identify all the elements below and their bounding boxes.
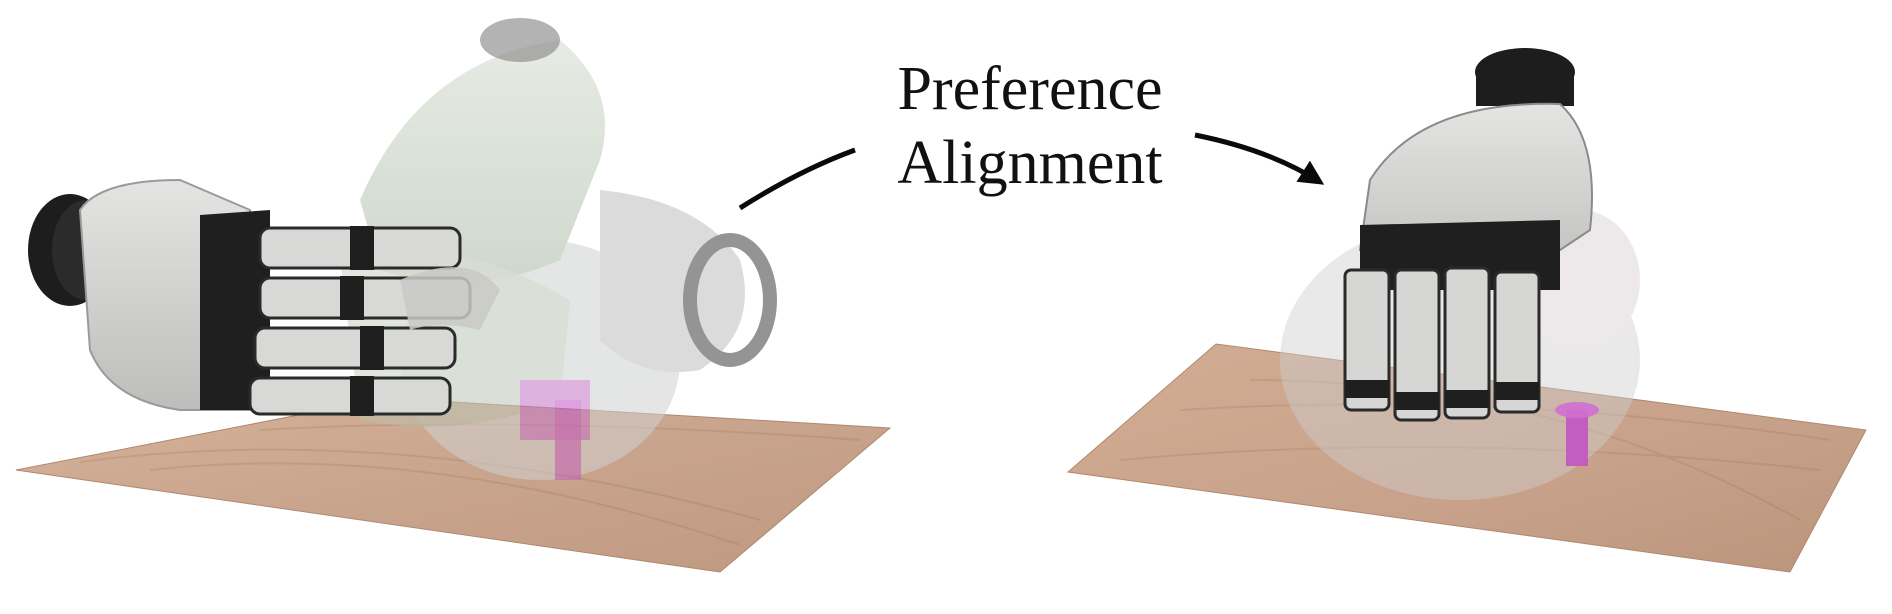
preference-alignment-caption: Preference Alignment — [860, 52, 1200, 200]
left-table — [15, 397, 892, 573]
right-object — [1566, 410, 1588, 466]
caption-line-1: Preference — [897, 55, 1163, 123]
right-panel — [1066, 48, 1867, 573]
left-fingers — [248, 226, 500, 416]
right-table — [1066, 343, 1867, 573]
arrow-right-icon — [1194, 132, 1325, 185]
caption-line-2: Alignment — [897, 129, 1163, 197]
left-panel — [15, 18, 892, 573]
arrow-left-stroke — [738, 147, 856, 211]
right-robot-hand — [1343, 48, 1599, 466]
left-robot-hand — [28, 178, 500, 416]
right-fingers — [1343, 266, 1541, 422]
